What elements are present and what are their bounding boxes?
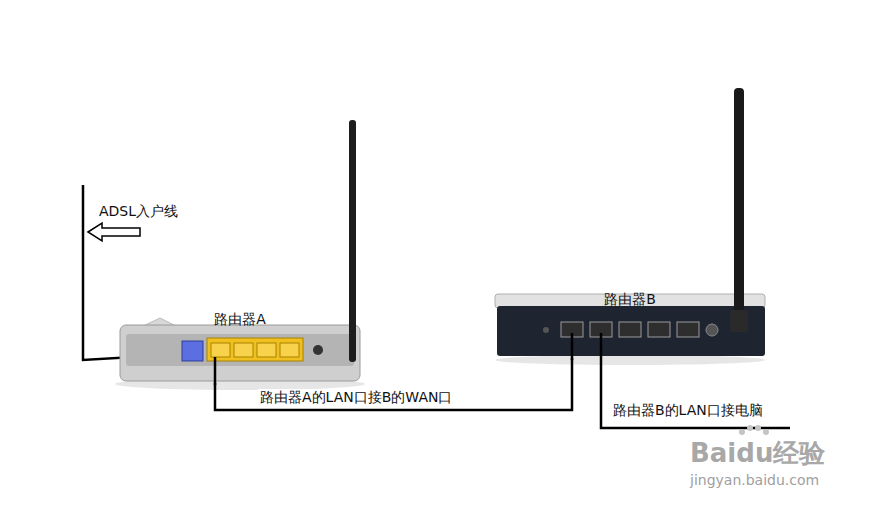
wire-label: ADSL入户线 xyxy=(99,203,178,220)
wire-label: 路由器B的LAN口接电脑 xyxy=(613,402,763,419)
connector-label: 路由器A的LAN口接B的WAN口 xyxy=(258,389,454,406)
watermark-url: jingyan.baidu.com xyxy=(690,472,819,489)
network-cable xyxy=(215,358,572,410)
router-name: 路由器B xyxy=(493,291,767,308)
router-b-figure xyxy=(495,88,790,428)
watermark-icon xyxy=(739,425,769,435)
router-a-figure xyxy=(115,120,365,390)
pointer-arrow xyxy=(88,223,140,241)
router-box: 路由器B xyxy=(493,291,767,358)
watermark: Baidu经验 xyxy=(690,438,825,469)
pc-wire xyxy=(601,333,790,428)
router-box: 路由器A xyxy=(118,308,362,383)
router-name: 路由器A xyxy=(118,311,362,328)
